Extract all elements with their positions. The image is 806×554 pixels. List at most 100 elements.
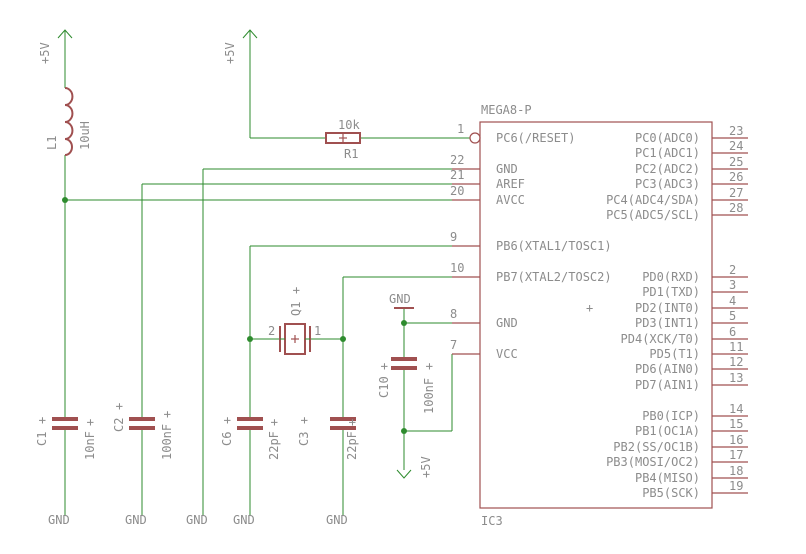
q1-plus: +: [289, 287, 303, 294]
pin-number: 14: [729, 402, 743, 416]
c6-value: 22pF: [267, 431, 281, 460]
c2-name: C2: [112, 418, 126, 432]
pin-number: 11: [729, 340, 743, 354]
c1-value: 10nF: [83, 431, 97, 460]
pin-number: 23: [729, 124, 743, 138]
pin-number: 20: [450, 184, 464, 198]
pin-number: 22: [450, 153, 464, 167]
vcc-label-r1: +5V: [223, 42, 237, 64]
pin-label: PB7(XTAL2/TOSC2): [496, 270, 612, 284]
pin-label: AVCC: [496, 193, 525, 207]
pin-number: 12: [729, 355, 743, 369]
l1-value: 10uH: [78, 121, 92, 150]
c10-value: 100nF: [422, 378, 436, 414]
pin-label: PD7(AIN1): [635, 378, 700, 392]
pin-number: 8: [450, 307, 457, 321]
chip-center-mark: +: [586, 301, 593, 315]
vcc-label-l1: +5V: [38, 42, 52, 64]
pin-number: 5: [729, 309, 736, 323]
pin-number: 13: [729, 371, 743, 385]
pin-number: 1: [457, 122, 464, 136]
gnd-label-c3: GND: [326, 513, 348, 527]
q1-pin2: 2: [268, 324, 275, 338]
c3-plus: +: [297, 417, 311, 424]
pin-label: PB6(XTAL1/TOSC1): [496, 239, 612, 253]
chip-body: [479, 121, 713, 509]
c10-value-plus: +: [422, 363, 436, 370]
gnd-label-c10: GND: [389, 292, 411, 306]
pin-label: VCC: [496, 347, 518, 361]
c3-value-plus: +: [345, 419, 359, 426]
pin-label: PC5(ADC5/SCL): [606, 208, 700, 222]
pin-number: 26: [729, 170, 743, 184]
c6-name: C6: [220, 432, 234, 446]
c6-plus: +: [220, 417, 234, 424]
pin-number: 19: [729, 479, 743, 493]
c2-value-plus: +: [160, 411, 174, 418]
pin-number: 17: [729, 448, 743, 462]
pin-label: PC3(ADC3): [635, 177, 700, 191]
c1-value-plus: +: [83, 419, 97, 426]
pin-label: PC1(ADC1): [635, 146, 700, 160]
gnd-label-c6: GND: [233, 513, 255, 527]
chip-name: MEGA8-P: [481, 103, 532, 117]
vcc-arrow-l1: [57, 29, 73, 39]
pin-number: 7: [450, 338, 457, 352]
pin-label: AREF: [496, 177, 525, 191]
pin-label: PB0(ICP): [642, 409, 700, 423]
vcc-arrow-r1: [242, 29, 258, 39]
pin-label: PC0(ADC0): [635, 131, 700, 145]
pin-number: 10: [450, 261, 464, 275]
c3-value: 22pF: [345, 431, 359, 460]
chip-left-pins: 1PC6(/RESET)22GND21AREF20AVCC9PB6(XTAL1/…: [450, 122, 612, 361]
pin-label: PB2(SS/OC1B): [613, 440, 700, 454]
pin-label: PD5(T1): [649, 347, 700, 361]
junctions: [62, 197, 407, 434]
reset-inversion-bubble: [469, 132, 481, 144]
pin-number: 21: [450, 168, 464, 182]
pin-label: PD0(RXD): [642, 270, 700, 284]
pin-number: 28: [729, 201, 743, 215]
c1-plus: +: [35, 417, 49, 424]
pin-number: 2: [729, 263, 736, 277]
vcc-arrow-c10: [396, 469, 412, 479]
pin-number: 25: [729, 155, 743, 169]
q1-pin1: 1: [314, 324, 321, 338]
chip-right-pins: 23PC0(ADC0)24PC1(ADC1)25PC2(ADC2)26PC3(A…: [606, 124, 748, 500]
pin-label: PB5(SCK): [642, 486, 700, 500]
pin-label: PC2(ADC2): [635, 162, 700, 176]
pin-label: PC6(/RESET): [496, 131, 575, 145]
q1-name: Q1: [289, 302, 303, 316]
l1-name: L1: [45, 136, 59, 150]
pin-label: PB4(MISO): [635, 471, 700, 485]
capacitor-c10: [391, 357, 417, 370]
pin-label: PB3(MOSI/OC2): [606, 455, 700, 469]
r1-name: R1: [344, 147, 358, 161]
chip-ref: IC3: [481, 514, 503, 528]
pin-number: 15: [729, 417, 743, 431]
resistor-r1: [325, 132, 361, 144]
pin-number: 9: [450, 230, 457, 244]
c10-plus: +: [377, 363, 391, 370]
capacitor-c1: [52, 417, 78, 430]
c2-value: 100nF: [160, 424, 174, 460]
inductor-l1: [64, 87, 74, 156]
pin-number: 27: [729, 186, 743, 200]
c2-plus: +: [112, 403, 126, 410]
gnd-label-c2: GND: [125, 513, 147, 527]
crystal-q1: [279, 323, 311, 355]
c1-name: C1: [35, 432, 49, 446]
capacitor-c2: [129, 417, 155, 430]
pin-label: PD2(INT0): [635, 301, 700, 315]
capacitor-c6: [237, 417, 263, 430]
c3-name: C3: [297, 432, 311, 446]
r1-value: 10k: [338, 118, 360, 132]
pin-label: PC4(ADC4/SDA): [606, 193, 700, 207]
pin-number: 4: [729, 294, 736, 308]
gnd-label-pin22: GND: [186, 513, 208, 527]
pin-number: 24: [729, 139, 743, 153]
gnd-label-c1: GND: [48, 513, 70, 527]
pin-label: PB1(OC1A): [635, 424, 700, 438]
pin-label: PD6(AIN0): [635, 362, 700, 376]
